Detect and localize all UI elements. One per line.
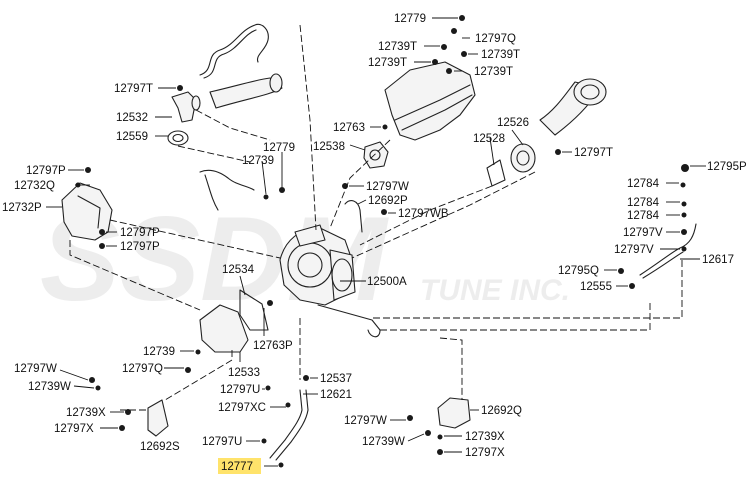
label-12797X-left[interactable]: 12797X [54,423,94,435]
part-labels: 12779 12797Q 12739T 12739T 12739T 12739T… [2,13,747,473]
label-12617[interactable]: 12617 [702,254,734,266]
label-12692Q[interactable]: 12692Q [481,405,522,417]
part-drawings [61,15,697,468]
label-12538[interactable]: 12538 [313,141,345,153]
turbocharger [279,224,356,306]
label-12559[interactable]: 12559 [116,131,148,143]
watermark-sub: TUNE INC. [420,274,570,307]
label-12797W-mid[interactable]: 12797W [366,181,409,193]
label-12797U-a[interactable]: 12797U [220,384,260,396]
label-12739T-b[interactable]: 12739T [481,49,520,61]
label-12797W-left[interactable]: 12797W [14,363,57,375]
label-12739X-right[interactable]: 12739X [465,431,505,443]
label-12692P[interactable]: 12692P [368,195,408,207]
label-12534[interactable]: 12534 [222,264,255,276]
label-12797XC[interactable]: 12797XC [218,402,266,414]
label-12537[interactable]: 12537 [320,373,352,385]
label-12526[interactable]: 12526 [497,117,529,129]
label-12797Q-top[interactable]: 12797Q [475,33,516,45]
label-12797X-right[interactable]: 12797X [465,447,505,459]
label-12797T-right[interactable]: 12797T [574,147,613,159]
label-12555[interactable]: 12555 [580,281,612,293]
label-12777-highlighted[interactable]: 12777 [221,461,253,473]
label-12797Q-low[interactable]: 12797Q [122,363,163,375]
leader-lines [46,17,706,467]
label-12763[interactable]: 12763 [333,122,365,134]
label-12739-low[interactable]: 12739 [143,346,175,358]
label-12739-mid[interactable]: 12739 [242,155,274,167]
label-12732Q[interactable]: 12732Q [14,180,55,192]
label-12692S[interactable]: 12692S [140,441,180,453]
label-12797P-a[interactable]: 12797P [120,227,160,239]
label-12739T-c[interactable]: 12739T [368,57,407,69]
label-12797U-b[interactable]: 12797U [202,436,242,448]
label-12797T-left[interactable]: 12797T [114,83,153,95]
label-12732P[interactable]: 12732P [2,202,42,214]
label-12797P-b[interactable]: 12797P [120,241,160,253]
label-12797V-b[interactable]: 12797V [614,244,654,256]
label-12784-c[interactable]: 12784 [627,210,660,222]
fasteners [75,15,689,468]
label-12739T-d[interactable]: 12739T [474,66,513,78]
label-12739T-a[interactable]: 12739T [378,41,417,53]
label-12797W-right[interactable]: 12797W [344,415,387,427]
label-12779-top[interactable]: 12779 [394,13,426,25]
label-12795P[interactable]: 12795P [707,161,747,173]
label-12797V-a[interactable]: 12797V [623,227,663,239]
label-12797P-top[interactable]: 12797P [26,165,66,177]
label-12797WB[interactable]: 12797WB [398,208,449,220]
label-12784-b[interactable]: 12784 [627,197,660,209]
label-12533[interactable]: 12533 [228,367,260,379]
label-12763P[interactable]: 12763P [253,340,293,352]
label-12500A[interactable]: 12500A [367,276,407,288]
label-12739W-right[interactable]: 12739W [362,436,405,448]
label-12795Q[interactable]: 12795Q [558,265,599,277]
label-12528[interactable]: 12528 [473,133,505,145]
label-12739W-left[interactable]: 12739W [28,381,71,393]
label-12621[interactable]: 12621 [320,389,352,401]
label-12739X-left[interactable]: 12739X [66,407,106,419]
label-12779-mid[interactable]: 12779 [263,142,295,154]
highlight-box [218,458,261,474]
label-12532[interactable]: 12532 [116,112,148,124]
label-12784-a[interactable]: 12784 [627,178,660,190]
